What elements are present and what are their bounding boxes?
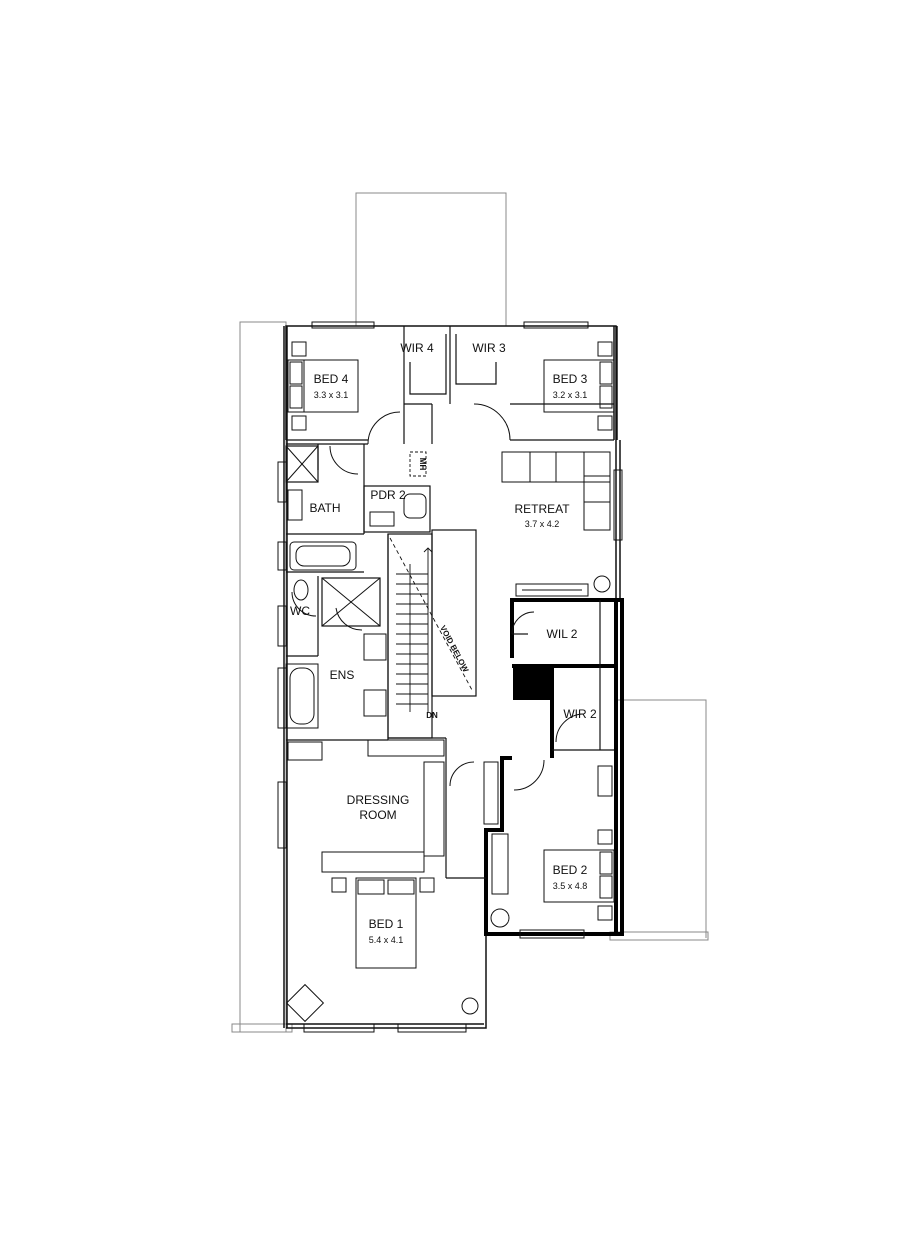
void-below-label: VOID BELOW: [438, 624, 470, 674]
wc-label: WC: [290, 604, 310, 618]
wir4-label: WIR 4: [400, 341, 434, 355]
solid-column: [513, 664, 551, 700]
ens-label: ENS: [330, 668, 355, 682]
bed4-size: 3.3 x 3.1: [314, 390, 349, 400]
pdr2-label: PDR 2: [370, 488, 406, 502]
bed4-furniture: [287, 341, 359, 431]
bath-label: BATH: [309, 501, 340, 515]
bed1-label: BED 1: [369, 917, 404, 931]
bath-fixtures: [285, 445, 427, 571]
stair: [389, 451, 473, 712]
retreat-label: RETREAT: [514, 502, 570, 516]
interior-walls: [285, 326, 614, 879]
bed1-furniture: [285, 739, 499, 1023]
ens-fixtures: [285, 577, 387, 761]
door-swings: [291, 403, 585, 791]
dressing-label: DRESSING: [347, 793, 410, 807]
room-labels: BED 4 3.3 x 3.1 WIR 4 WIR 3 BED 3 3.2 x …: [290, 341, 597, 945]
retreat-size: 3.7 x 4.2: [525, 519, 560, 529]
bed2-size: 3.5 x 4.8: [553, 881, 588, 891]
bed4-label: BED 4: [314, 372, 349, 386]
retreat-furniture: [501, 451, 611, 597]
mh-label: MH: [418, 458, 427, 471]
wir2-label: WIR 2: [563, 707, 597, 721]
bed3-label: BED 3: [553, 372, 588, 386]
wil2-label: WIL 2: [547, 627, 578, 641]
bed3-size: 3.2 x 3.1: [553, 390, 588, 400]
dn-label: DN: [426, 711, 438, 720]
windows: [277, 321, 623, 1033]
bed2-label: BED 2: [553, 863, 588, 877]
bed3-furniture: [543, 341, 615, 431]
bed2-furniture: [490, 765, 615, 928]
exterior-walls: [283, 325, 621, 1029]
bed1-size: 5.4 x 4.1: [369, 935, 404, 945]
dressing-label-2: ROOM: [359, 808, 396, 822]
wir3-label: WIR 3: [472, 341, 506, 355]
